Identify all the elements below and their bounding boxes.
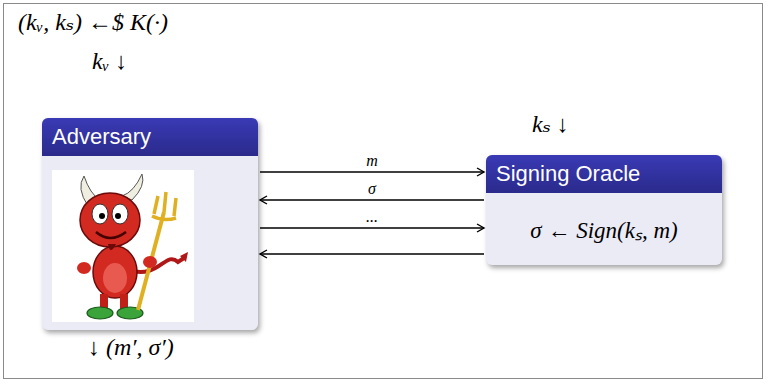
block-body-text: σ ← Sign(kₛ, m): [486, 193, 722, 265]
input-key: kᵥ ↓: [92, 48, 127, 75]
arrow-label: m: [364, 153, 380, 169]
adversary-block: Adversary: [42, 118, 258, 330]
block-body: [42, 118, 258, 330]
message-arrow: [260, 199, 484, 200]
block-title: Signing Oracle: [486, 155, 722, 193]
message-arrow: [260, 171, 484, 172]
arrow-label: ...: [364, 209, 380, 225]
arrow-label: σ: [366, 181, 378, 197]
message-arrow: [260, 253, 484, 254]
key-generation: (kᵥ, kₛ) ←$ K(·): [18, 8, 168, 36]
picture-ground: [52, 170, 194, 322]
input-key: kₛ ↓: [532, 110, 569, 138]
forgery-output: ↓ (m′, σ′): [88, 334, 174, 361]
block-title: Adversary: [42, 118, 258, 156]
oracle-block: Signing Oracleσ ← Sign(kₛ, m): [486, 155, 722, 265]
devil-picture: [77, 174, 188, 319]
message-arrow: [260, 227, 484, 228]
